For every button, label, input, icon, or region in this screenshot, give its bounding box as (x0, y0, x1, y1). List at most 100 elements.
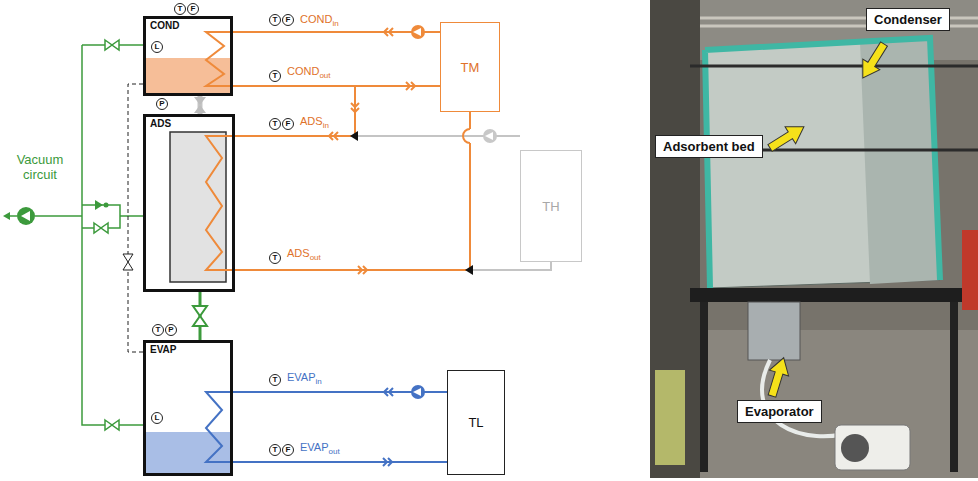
sensor-symbol: F (282, 118, 294, 130)
photo-table-leg (950, 302, 958, 472)
sensor-letter: T (269, 70, 281, 82)
valve-symbol (193, 306, 207, 326)
thermostat-label: TM (461, 60, 480, 75)
stream-label: COND (300, 13, 332, 26)
sensor-symbol: T (174, 3, 186, 15)
photo-evaporator (748, 302, 800, 360)
sensor-circle (283, 15, 294, 26)
thermostat-box: TL (447, 370, 505, 475)
photo-device-side (860, 38, 940, 284)
evaporator-liquid (146, 432, 230, 473)
sensor-circle (270, 71, 281, 82)
stream-label: EVAP (287, 371, 316, 384)
thermostat-label: TH (542, 199, 559, 214)
check-valve-symbol (95, 200, 103, 210)
sensor-letter: F (282, 444, 294, 456)
sensor-circle (270, 445, 281, 456)
vessel-box: ADS (143, 114, 235, 292)
sensor-circle (283, 119, 294, 130)
callout-text: Evaporator (745, 404, 814, 419)
pump-outlet-arrow (3, 212, 10, 220)
flow-chevron (358, 266, 367, 274)
flow-chevron (351, 103, 359, 112)
line-jump (463, 129, 470, 143)
subscript-label: in (323, 121, 329, 130)
vessel-label: EVAP (150, 344, 226, 355)
sensor-circle (270, 15, 281, 26)
three-way-valve (465, 265, 473, 275)
photo-pump-motor (841, 434, 869, 462)
sensor-letter: L (151, 41, 163, 53)
photo-vacuum-pump (835, 425, 910, 470)
pipe-connector (235, 262, 551, 270)
photo-shadow (650, 0, 700, 478)
pump-triangle (485, 132, 493, 140)
sensor-letter: F (187, 3, 199, 15)
check-valve-symbol (104, 203, 109, 208)
sensor-letter: L (151, 412, 163, 424)
photo-device (705, 38, 940, 288)
sensor-symbol: P (156, 98, 168, 110)
sensor-letter: T (269, 252, 281, 264)
subscript-label: out (319, 71, 330, 80)
sensor-symbol: F (187, 3, 199, 15)
pipe-connector (233, 31, 440, 33)
stream-label: COND (287, 65, 319, 78)
pointer-arrow (854, 39, 892, 84)
sensor-circle (270, 253, 281, 264)
sensor-letter: T (152, 324, 164, 336)
sensor-symbol: L (151, 41, 163, 53)
pump-symbol (411, 25, 425, 39)
stream-label: ADS (300, 115, 323, 128)
callout-text: Adsorbent bed (663, 139, 755, 154)
sensor-symbol: P (165, 324, 177, 336)
vessel-box: EVAP L (143, 340, 233, 476)
adsorber-coil (206, 136, 235, 270)
pump-outlet (9, 215, 17, 217)
thermostat-label: TL (468, 415, 483, 430)
pipe-connector (128, 84, 143, 352)
sensor-letter: T (269, 118, 281, 130)
pump-symbol (411, 385, 425, 399)
pipe-connector (235, 112, 470, 270)
evaporator-coil (206, 392, 233, 462)
sensor-symbol: T (269, 118, 281, 130)
line-jump-gap (462, 135, 478, 137)
sensor-symbol: F (282, 444, 294, 456)
valve-symbol (105, 40, 119, 50)
sensor-letter: F (282, 14, 294, 26)
sensor-symbol: T (269, 252, 281, 264)
pump-triangle (21, 211, 30, 221)
photo-cylinder (655, 370, 685, 465)
sensor-symbol: F (282, 14, 294, 26)
pointer-arrow (762, 355, 793, 399)
stream-label: Vacuum circuit (4, 153, 76, 183)
sensor-letter: P (165, 324, 177, 336)
pump-symbol (483, 129, 497, 143)
thermostat-box: TM (440, 22, 500, 112)
vacuum-pump-symbol (17, 207, 35, 225)
sensor-letter: T (174, 3, 186, 15)
sensor-letter: P (156, 98, 168, 110)
flow-chevron (384, 388, 393, 396)
sensor-letter: T (269, 444, 281, 456)
pump-triangle (413, 388, 421, 396)
flow-chevron (383, 458, 392, 466)
photo-callout: Adsorbent bed (655, 135, 763, 158)
valve-symbol (94, 223, 108, 233)
valve-symbol (105, 420, 119, 430)
sensor-letter: T (269, 374, 281, 386)
photo-background (650, 0, 978, 478)
condenser-coil (206, 32, 233, 86)
three-way-valve (350, 131, 358, 141)
sensor-circle (175, 4, 186, 15)
flow-chevron (329, 132, 338, 140)
vacuum-line (35, 45, 143, 425)
photo-red-object (962, 230, 978, 310)
adsorbent-material (170, 132, 226, 282)
pointer-arrow (765, 118, 810, 156)
thermostat-box: TH (520, 150, 582, 262)
